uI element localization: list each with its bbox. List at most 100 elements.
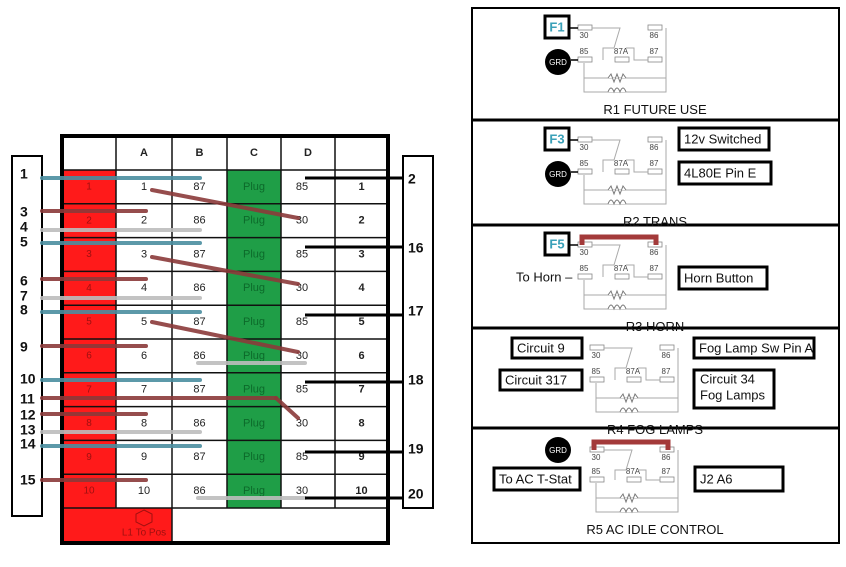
pin-label: 86 bbox=[662, 453, 671, 462]
pin-label: 85 bbox=[592, 467, 601, 476]
left-wire-number: 3 bbox=[20, 204, 28, 220]
cell-c-plug: Plug bbox=[243, 485, 265, 497]
cell-c-plug: Plug bbox=[243, 417, 265, 429]
cell-b: 87 bbox=[193, 316, 205, 328]
ground-icon bbox=[545, 49, 571, 75]
right-wire-number: 17 bbox=[408, 303, 424, 319]
cell-e: 10 bbox=[355, 485, 367, 497]
relay-pin bbox=[659, 344, 675, 351]
relay-switch-line bbox=[592, 244, 621, 266]
ground-icon bbox=[545, 161, 571, 187]
wire-brown-diagonal bbox=[150, 320, 300, 354]
cell-b: 87 bbox=[193, 451, 205, 463]
left-wire-number: 15 bbox=[20, 472, 36, 488]
fuse-label-box-text: F3 bbox=[549, 131, 564, 146]
cell-e: 6 bbox=[358, 350, 364, 362]
relay-pin bbox=[659, 376, 675, 383]
left-wire-number: 4 bbox=[20, 219, 28, 235]
coil-icon bbox=[619, 507, 639, 514]
right-top-box bbox=[677, 126, 771, 152]
cell-a: 8 bbox=[141, 417, 147, 429]
pin-label: 85 bbox=[580, 47, 589, 56]
relay-title: R1 FUTURE USE bbox=[603, 102, 707, 117]
relay-line bbox=[602, 47, 614, 60]
footer-label: L1 To Pos bbox=[122, 528, 166, 539]
left-top-box bbox=[510, 336, 584, 360]
pin-label: 30 bbox=[580, 31, 589, 40]
red-cell: 5 bbox=[86, 317, 92, 328]
right-bottom-box bbox=[693, 465, 785, 493]
right-bottom-line2: Fog Lamps bbox=[700, 387, 766, 402]
relay-title: R3 HORN bbox=[626, 319, 685, 334]
cell-b: 86 bbox=[193, 485, 205, 497]
pin-label: 87A bbox=[614, 264, 629, 273]
red-cell: 3 bbox=[86, 249, 92, 260]
pin-label: 85 bbox=[592, 367, 601, 376]
cell-a: 10 bbox=[138, 485, 150, 497]
relay-pin bbox=[647, 273, 663, 280]
resistor-icon bbox=[607, 72, 627, 84]
fuse-label-box bbox=[543, 14, 571, 40]
right-wire-number: 16 bbox=[408, 240, 424, 256]
cell-e: 3 bbox=[358, 248, 364, 260]
column-header: A bbox=[140, 147, 148, 159]
pin-label: 87 bbox=[650, 159, 659, 168]
cell-d: 30 bbox=[296, 485, 308, 497]
pin-label: 87A bbox=[626, 367, 641, 376]
cell-c-plug: Plug bbox=[243, 248, 265, 260]
pin-label: 30 bbox=[580, 143, 589, 152]
red-cell: 6 bbox=[86, 351, 92, 362]
right-top-box-text: Fog Lamp Sw Pin A bbox=[699, 340, 813, 355]
left-wire-number: 12 bbox=[20, 407, 36, 423]
left-wire-number: 9 bbox=[20, 339, 28, 355]
relay-pin bbox=[647, 168, 663, 175]
pin-label: 86 bbox=[650, 248, 659, 257]
resistor-icon bbox=[607, 289, 627, 301]
cell-a: 1 bbox=[141, 181, 147, 193]
relay-pin bbox=[659, 476, 675, 483]
red-cell: 9 bbox=[86, 452, 92, 463]
column-header: C bbox=[250, 147, 258, 159]
relay-line bbox=[602, 264, 614, 277]
ground-label: GRD bbox=[549, 58, 567, 67]
jumper-wire bbox=[591, 439, 671, 450]
cell-a: 5 bbox=[141, 316, 147, 328]
relay-pin bbox=[577, 168, 593, 175]
cell-b: 87 bbox=[193, 248, 205, 260]
relay-pin bbox=[589, 376, 605, 383]
column-header: D bbox=[304, 147, 312, 159]
ground-label: GRD bbox=[549, 446, 567, 455]
cell-a: 3 bbox=[141, 248, 147, 260]
left-wire-number: 14 bbox=[20, 436, 36, 452]
fuse-label-box bbox=[543, 126, 571, 152]
relay-pin bbox=[577, 273, 593, 280]
red-cell: 7 bbox=[86, 384, 92, 395]
pin-label: 30 bbox=[592, 453, 601, 462]
relay-pin bbox=[577, 136, 593, 143]
right-bottom-box bbox=[677, 160, 773, 186]
hexagon-icon bbox=[135, 509, 153, 527]
right-wire-number: 19 bbox=[408, 441, 424, 457]
right-bottom-box-text: 4L80E Pin E bbox=[684, 165, 757, 180]
relay-title: R5 AC IDLE CONTROL bbox=[586, 522, 723, 537]
relay-line bbox=[614, 367, 626, 380]
cell-a: 9 bbox=[141, 451, 147, 463]
pin-label: 87A bbox=[626, 467, 641, 476]
wire-brown-diagonal bbox=[150, 255, 300, 286]
cell-b: 86 bbox=[193, 282, 205, 294]
cell-e: 2 bbox=[358, 215, 364, 227]
relay-pin bbox=[614, 168, 630, 175]
left-wire-number: 13 bbox=[20, 422, 36, 438]
fuse-label-box bbox=[543, 231, 571, 257]
ground-label: GRD bbox=[549, 170, 567, 179]
coil-icon bbox=[607, 87, 627, 94]
